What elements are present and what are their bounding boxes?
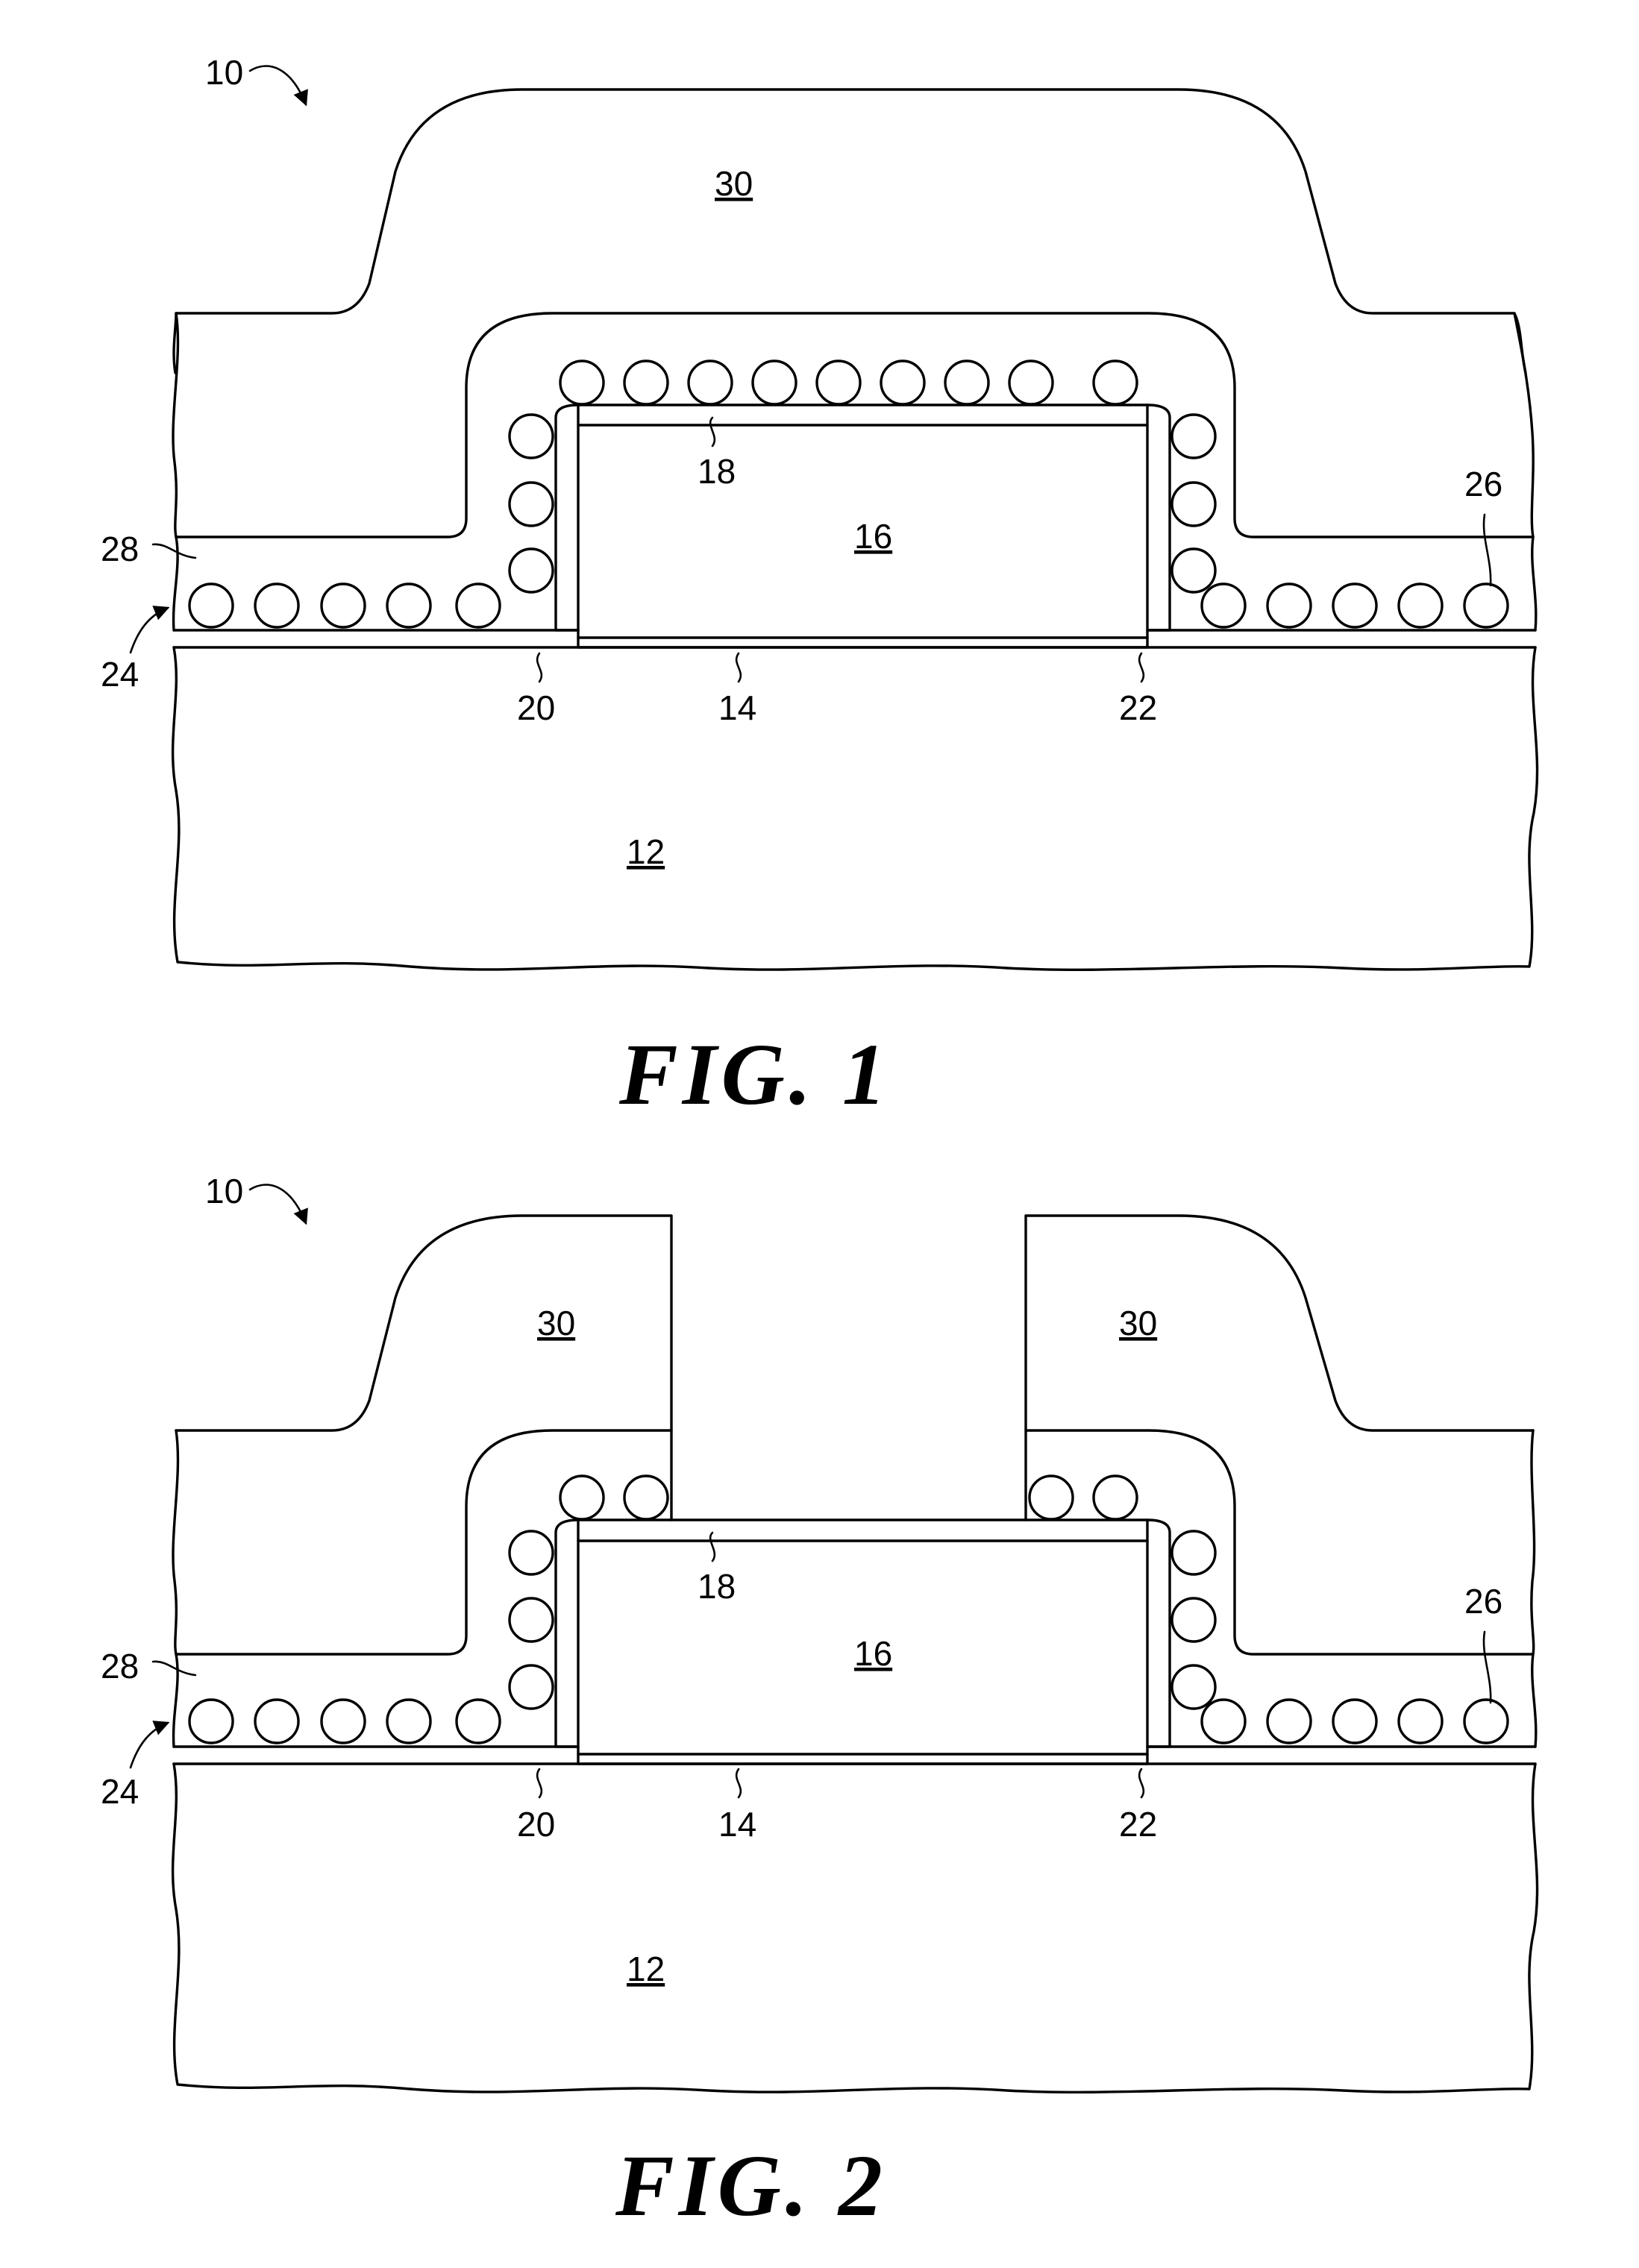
label-22: 22 bbox=[1119, 1805, 1157, 1844]
nanocrystals-26 bbox=[189, 1476, 1508, 1743]
leader-14 bbox=[736, 1769, 741, 1797]
label-10: 10 bbox=[205, 1172, 243, 1210]
leader-18 bbox=[710, 418, 715, 446]
leader-10 bbox=[250, 1185, 306, 1223]
label-30-right: 30 bbox=[1119, 1304, 1157, 1342]
label-28: 28 bbox=[101, 1647, 139, 1686]
substrate bbox=[173, 647, 1538, 970]
mask-layer-30-left-side bbox=[173, 1430, 178, 1654]
mask-layer-30-right-side bbox=[1532, 1430, 1535, 1654]
substrate bbox=[173, 1764, 1538, 2092]
dielectric-layer-right-edge bbox=[1532, 1654, 1536, 1747]
label-20: 20 bbox=[517, 688, 555, 727]
mask-layer-30-left bbox=[176, 1216, 671, 1520]
mask-layer-30-right-side bbox=[1514, 313, 1533, 537]
leader-20 bbox=[537, 653, 542, 682]
label-28: 28 bbox=[101, 530, 139, 568]
label-26: 26 bbox=[1464, 465, 1502, 503]
label-14: 14 bbox=[718, 1805, 756, 1844]
leader-10 bbox=[250, 66, 306, 104]
sidewall-liner-20 bbox=[556, 405, 578, 630]
label-14: 14 bbox=[718, 688, 756, 727]
leader-22 bbox=[1139, 1769, 1144, 1797]
dielectric-layer-28-right bbox=[1026, 1430, 1533, 1654]
label-16: 16 bbox=[854, 1634, 892, 1673]
label-24: 24 bbox=[101, 1772, 139, 1811]
sidewall-liner-22 bbox=[1147, 1520, 1170, 1747]
dielectric-layer-right-edge bbox=[1532, 537, 1536, 630]
leader-28 bbox=[153, 1662, 195, 1675]
sidewall-liner-22 bbox=[1147, 405, 1170, 630]
label-12: 12 bbox=[627, 832, 665, 871]
label-12: 12 bbox=[627, 1950, 665, 1988]
nanocrystals-26 bbox=[189, 361, 1508, 627]
mask-layer-30-right bbox=[1026, 1216, 1533, 1520]
leader-20 bbox=[537, 1769, 542, 1797]
label-30-left: 30 bbox=[537, 1304, 575, 1342]
figure-1-caption: FIG. 1 bbox=[618, 1025, 891, 1123]
mask-layer-30 bbox=[174, 89, 1526, 373]
figure-2: 10 30 30 18 16 26 28 24 20 14 22 12 FIG.… bbox=[101, 1172, 1538, 2234]
label-16: 16 bbox=[854, 517, 892, 556]
leader-26 bbox=[1484, 515, 1491, 585]
figure-1: 10 30 18 16 26 28 24 20 14 22 12 FIG. 1 bbox=[101, 53, 1538, 1123]
leader-24 bbox=[131, 1723, 168, 1768]
leader-18 bbox=[710, 1533, 715, 1561]
leader-22 bbox=[1139, 653, 1144, 682]
figure-2-caption: FIG. 2 bbox=[615, 2137, 887, 2234]
label-22: 22 bbox=[1119, 688, 1157, 727]
label-30: 30 bbox=[715, 164, 753, 203]
label-18: 18 bbox=[698, 1567, 736, 1606]
leader-14 bbox=[736, 653, 741, 682]
sidewall-liner-20 bbox=[556, 1520, 578, 1747]
label-20: 20 bbox=[517, 1805, 555, 1844]
label-24: 24 bbox=[101, 655, 139, 694]
leader-26 bbox=[1484, 1632, 1491, 1703]
label-26: 26 bbox=[1464, 1582, 1502, 1621]
label-10: 10 bbox=[205, 53, 243, 92]
leader-24 bbox=[131, 608, 168, 653]
label-18: 18 bbox=[698, 452, 736, 491]
leader-28 bbox=[153, 544, 195, 558]
dielectric-layer-28-left bbox=[176, 1430, 671, 1654]
